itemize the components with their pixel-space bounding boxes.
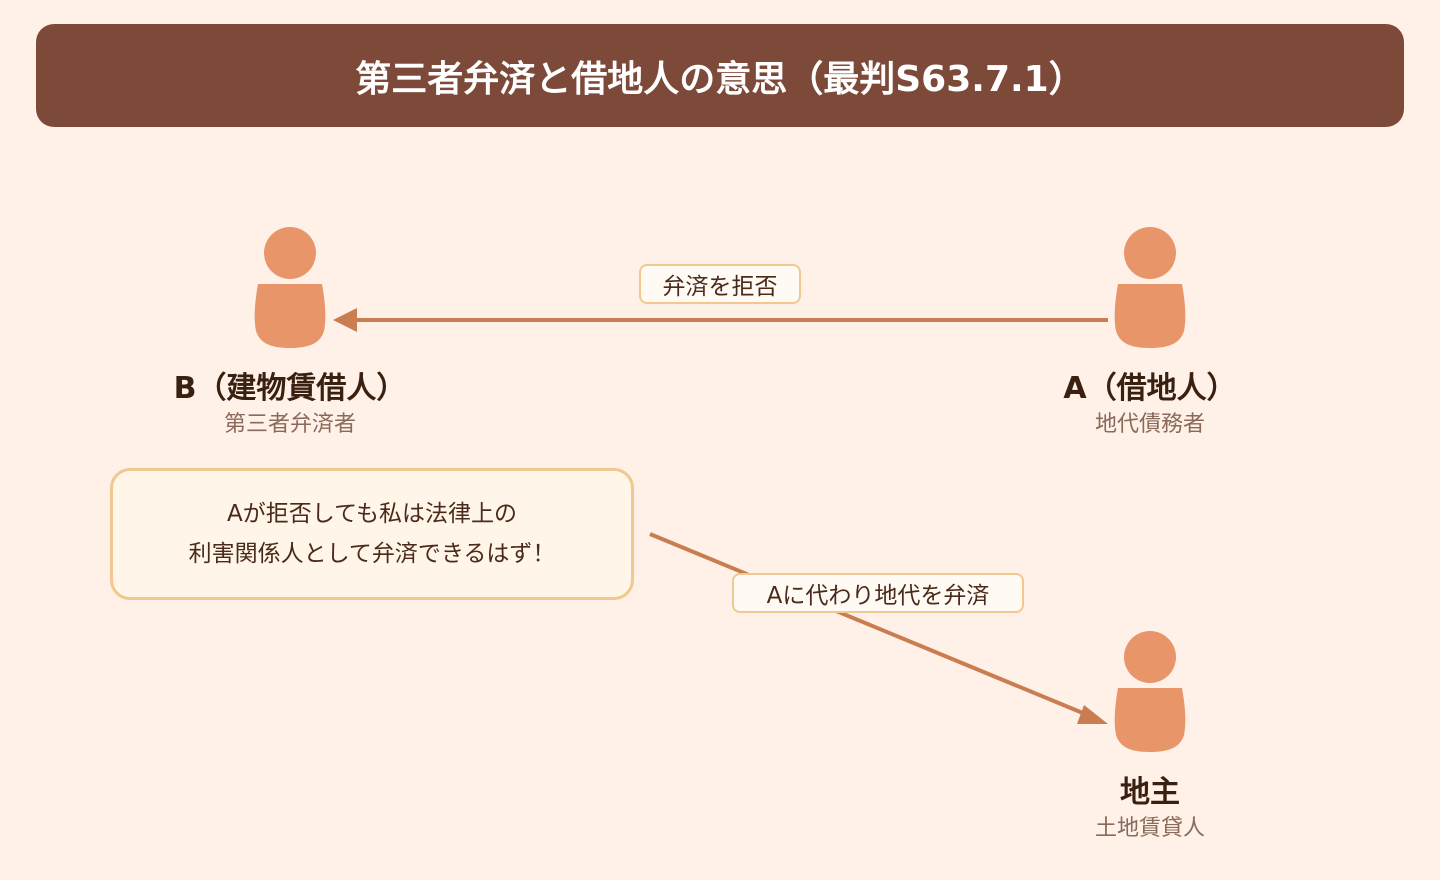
- bubble-line-1: Aが拒否しても私は法律上の: [227, 501, 517, 527]
- person-a-icon: [1114, 227, 1186, 348]
- party-b-name: B（建物賃借人）: [173, 371, 407, 406]
- title-banner: 第三者弁済と借地人の意思（最判S63.7.1）: [36, 24, 1404, 127]
- person-landlord-icon: [1114, 631, 1186, 752]
- payment-arrowhead: [1077, 705, 1108, 724]
- person-b-icon: [254, 227, 326, 348]
- payment-label: Aに代わり地代を弁済: [732, 573, 1024, 613]
- landlord-name: 地主: [1120, 775, 1180, 810]
- bubble-line-2: 利害関係人として弁済できるはず！: [188, 541, 556, 567]
- speech-bubble: Aが拒否しても私は法律上の 利害関係人として弁済できるはず！: [110, 468, 634, 600]
- party-b-role: 第三者弁済者: [223, 412, 356, 437]
- party-a-role: 地代債務者: [1094, 412, 1205, 437]
- payment-arrow: [649, 532, 1091, 718]
- party-a-name: A（借地人）: [1063, 371, 1237, 406]
- page-title: 第三者弁済と借地人の意思（最判S63.7.1）: [355, 58, 1085, 100]
- landlord-role: 土地賃貸人: [1094, 816, 1205, 841]
- refuse-label: 弁済を拒否: [639, 264, 801, 304]
- refuse-arrowhead: [333, 308, 357, 332]
